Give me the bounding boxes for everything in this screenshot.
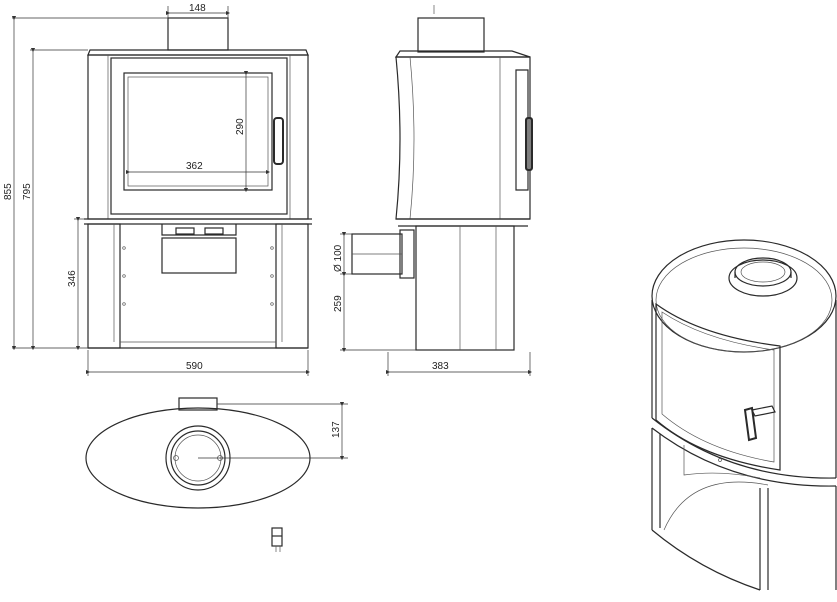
front-view: 148 855 795 346 290 362 590	[3, 3, 312, 376]
dim-glass-height: 290	[235, 118, 246, 135]
dim-rear-outlet-height: 259	[333, 295, 344, 312]
dim-flue-width: 148	[189, 3, 206, 14]
side-view: Ø 100 259 383	[333, 5, 533, 376]
dim-body-height: 795	[22, 183, 33, 200]
isometric-view	[651, 239, 837, 591]
top-view: 137	[85, 397, 348, 552]
dim-flue-diameter: Ø 100	[333, 244, 344, 272]
dim-base-height: 346	[67, 270, 78, 287]
dim-glass-width: 362	[186, 161, 203, 172]
dim-flue-offset: 137	[331, 421, 342, 438]
dim-depth: 383	[432, 361, 449, 372]
dim-total-width: 590	[186, 361, 203, 372]
dim-total-height: 855	[3, 183, 14, 200]
